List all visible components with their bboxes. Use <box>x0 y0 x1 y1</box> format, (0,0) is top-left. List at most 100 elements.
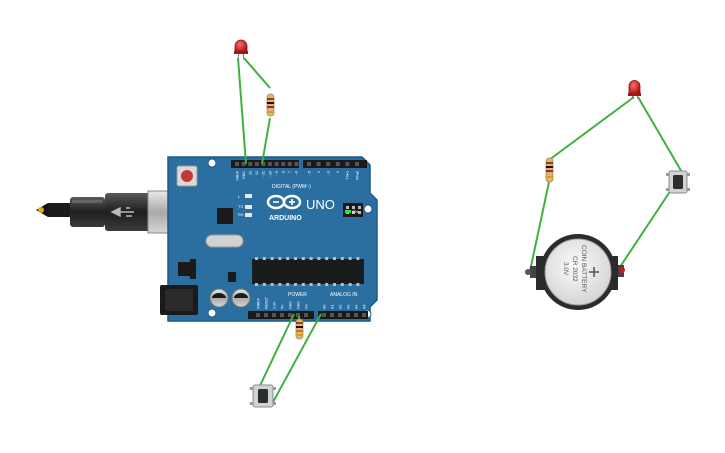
pin-label: GND <box>288 301 292 309</box>
battery-label-line2: CR 2032 <box>571 256 578 282</box>
header-pin[interactable] <box>362 313 366 317</box>
header-pin[interactable] <box>296 313 300 317</box>
power-header[interactable]: IOREF RESET 3.3V 5V GND GND Vin <box>248 296 314 319</box>
header-pin[interactable] <box>355 162 359 166</box>
analog-label: ANALOG IN <box>330 292 358 298</box>
pin-label: AREF <box>235 170 239 180</box>
pin-label: 4 <box>317 171 321 173</box>
wire[interactable] <box>271 313 322 405</box>
mount-hole <box>363 204 373 214</box>
mount-hole <box>207 308 217 318</box>
header-pin[interactable] <box>287 162 292 166</box>
led-icon[interactable] <box>628 80 641 100</box>
pin-label: A0 <box>322 305 326 309</box>
header-pin[interactable] <box>330 313 334 317</box>
header-pin[interactable] <box>307 162 311 166</box>
analog-header[interactable]: A0 A1 A2 A3 A4 A5 <box>318 305 368 319</box>
pin-label: GND <box>242 171 246 179</box>
header-pin[interactable] <box>280 313 284 317</box>
brand-label: ARDUINO <box>269 215 302 222</box>
svg-text:L: L <box>238 194 241 199</box>
header-pin[interactable] <box>316 162 321 166</box>
header-pin[interactable] <box>254 162 259 166</box>
header-pin[interactable] <box>346 313 350 317</box>
pin-label: A2 <box>338 305 342 309</box>
header-pin[interactable] <box>335 162 340 166</box>
digital-label: DIGITAL (PWM~) <box>272 184 311 190</box>
header-pin[interactable] <box>264 313 268 317</box>
atmega-chip <box>252 257 364 286</box>
header-pin[interactable] <box>248 162 253 166</box>
coin-battery[interactable]: COIN BATTERY CR 2032 3.0V <box>525 234 625 310</box>
pin-label: 5V <box>280 304 284 309</box>
header-pin[interactable] <box>261 162 266 166</box>
pin-label: 12 <box>255 171 259 175</box>
wire[interactable] <box>256 313 295 393</box>
wire[interactable] <box>615 189 672 274</box>
header-pin[interactable] <box>354 313 358 317</box>
header-pin[interactable] <box>281 162 286 166</box>
pin-label: 7 <box>288 171 292 173</box>
header-pin[interactable] <box>274 162 279 166</box>
resistor-icon[interactable] <box>266 93 275 117</box>
header-pin[interactable] <box>345 162 350 166</box>
wire[interactable] <box>237 57 247 165</box>
battery-label-line3: 3.0V <box>562 262 569 276</box>
wire[interactable] <box>243 57 271 89</box>
pin-label: ~11 <box>262 171 266 177</box>
pin-label: TX▸1 <box>346 171 350 179</box>
wire[interactable] <box>261 117 271 165</box>
pin-label: ~9 <box>275 171 279 175</box>
led-icon[interactable] <box>234 39 248 61</box>
header-pin[interactable] <box>235 162 239 166</box>
pin-label: A3 <box>346 305 350 309</box>
header-pin[interactable] <box>326 162 331 166</box>
arduino-logo <box>266 194 302 210</box>
usb-chip <box>217 208 233 224</box>
header-pin[interactable] <box>304 313 308 317</box>
plus-icon <box>589 267 599 277</box>
wire[interactable] <box>637 96 684 175</box>
pin-label: RESET <box>264 296 268 309</box>
header-pin[interactable] <box>241 162 246 166</box>
pin-label: 13 <box>249 171 253 175</box>
pin-label: ~6 <box>295 171 299 175</box>
pin-label: RX◂0 <box>355 171 359 180</box>
pin-label: A4 <box>354 305 358 309</box>
pin-label: 3.3V <box>272 301 276 309</box>
header-pin[interactable] <box>322 313 326 317</box>
svg-text:TX: TX <box>238 204 243 209</box>
header-pin[interactable] <box>272 313 276 317</box>
mount-hole <box>207 158 217 168</box>
pin-label: IOREF <box>256 297 260 309</box>
svg-text:ON: ON <box>352 209 358 214</box>
power-label: POWER <box>288 292 307 298</box>
pin-label: GND <box>296 301 300 309</box>
crystal <box>205 234 244 248</box>
model-label: UNO <box>306 197 335 212</box>
pushbutton-icon[interactable] <box>250 384 276 408</box>
pin-label: A5 <box>362 305 366 309</box>
wire[interactable] <box>529 181 550 272</box>
status-leds: L TX RX ON <box>238 194 358 217</box>
header-pin[interactable] <box>294 162 299 166</box>
pin-label: Vin <box>304 304 308 309</box>
header-pin[interactable] <box>338 313 342 317</box>
pin-label: A1 <box>330 305 334 309</box>
header-pin[interactable] <box>288 313 292 317</box>
svg-text:RX: RX <box>238 212 244 217</box>
pin-label: 2 <box>336 171 340 173</box>
resistor-icon[interactable] <box>545 157 554 183</box>
pin-label: ~3 <box>327 171 331 175</box>
pushbutton-icon[interactable] <box>666 170 690 194</box>
reset-button[interactable] <box>176 165 198 187</box>
header-pin[interactable] <box>256 313 260 317</box>
wires[interactable] <box>237 57 684 405</box>
wire[interactable] <box>548 96 635 161</box>
resistor-icon[interactable] <box>295 318 304 340</box>
pin-label: ~10 <box>268 171 272 177</box>
header-pin[interactable] <box>268 162 272 166</box>
